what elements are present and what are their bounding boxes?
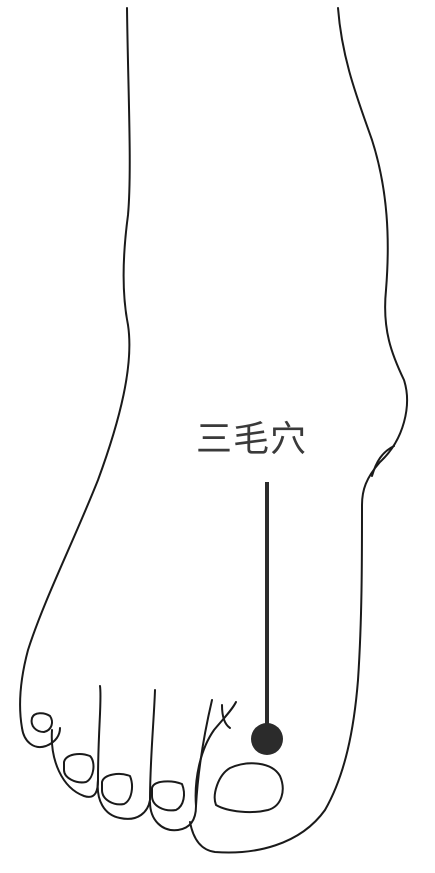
foot-outline-left xyxy=(20,8,130,728)
fourth-toenail xyxy=(64,754,93,782)
acupoint-label: 三毛穴 xyxy=(196,418,307,462)
second-toe xyxy=(150,700,212,830)
middle-toenail xyxy=(102,774,132,804)
fourth-toe xyxy=(52,686,101,797)
second-toenail xyxy=(152,781,184,810)
big-toenail xyxy=(215,763,283,812)
little-toenail xyxy=(32,713,52,732)
